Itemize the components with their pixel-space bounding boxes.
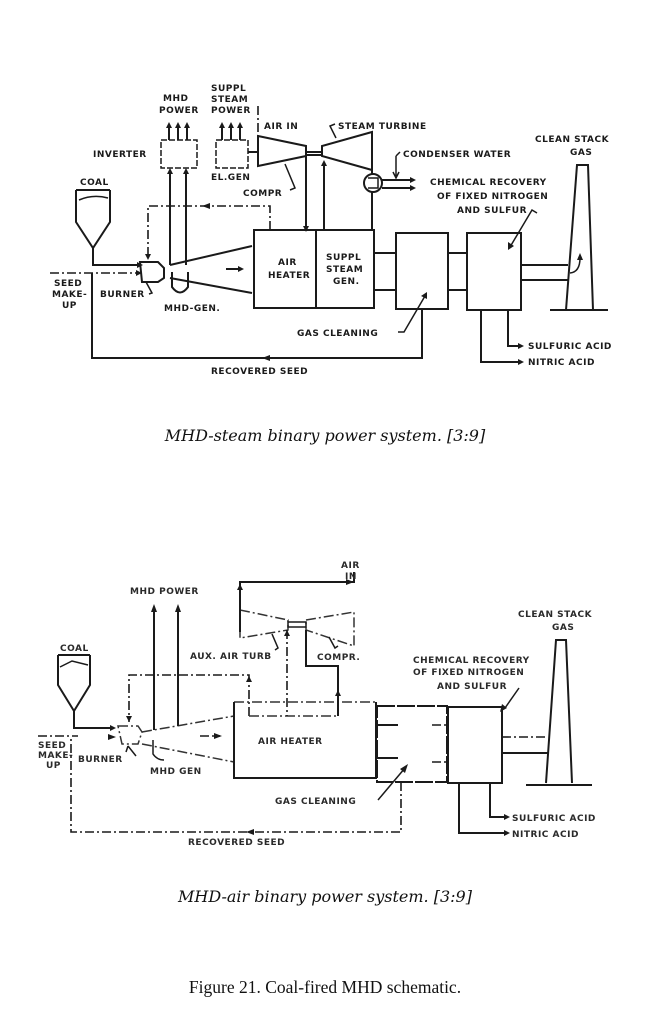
label-sulfuric-acid: SULFURIC ACID — [528, 342, 612, 352]
figure-caption: Figure 21. Coal-fired MHD schematic. — [188, 977, 462, 997]
mhd-power-arrows — [166, 122, 190, 140]
label-mhd-gen: MHD-GEN. — [164, 304, 220, 314]
label-mhd-power: MHD POWER — [130, 587, 199, 597]
label-nitric-acid: NITRIC ACID — [512, 830, 579, 840]
label-mhd-power-2: POWER — [159, 106, 199, 116]
label-recovered-seed: RECOVERED SEED — [188, 838, 285, 848]
aux-air-turbine — [239, 609, 289, 639]
label-compr: COMPR. — [317, 653, 360, 663]
label-chemical-recovery: CHEMICAL RECOVERY — [413, 656, 530, 666]
label-air-heater-2: HEATER — [268, 271, 310, 281]
label-burner: BURNER — [78, 755, 123, 765]
steam-turbine — [321, 130, 373, 172]
label-air-heater: AIR HEATER — [258, 737, 323, 747]
label-compr: COMPR — [243, 189, 282, 199]
label-seed-makeup: SEED — [54, 279, 82, 289]
label-gas-cleaning: GAS CLEANING — [297, 329, 378, 339]
label-sulfuric-acid: SULFURIC ACID — [512, 814, 596, 824]
label-gas-cleaning: GAS CLEANING — [275, 797, 356, 807]
label-condenser-water: CONDENSER WATER — [403, 150, 511, 160]
recovered-seed-line — [70, 736, 402, 833]
suppl-steam-power-arrows — [219, 122, 243, 140]
burner — [138, 261, 165, 283]
label-mhd-gen: MHD GEN — [150, 767, 202, 777]
recovered-seed-line — [91, 273, 423, 359]
label-mhd-power: MHD — [163, 94, 188, 104]
mhd-generator — [152, 740, 165, 761]
suppl-steam-gen-box — [315, 229, 375, 309]
label-seed-makeup-3: UP — [62, 301, 77, 311]
label-clean-stack-gas-2: GAS — [552, 623, 574, 633]
label-burner: BURNER — [100, 290, 145, 300]
compressor — [305, 611, 355, 648]
mhd-channel-bottom — [141, 743, 235, 763]
label-seed-makeup: SEED — [38, 741, 66, 751]
heater-air-return — [147, 205, 271, 258]
label-chemical-recovery-3: AND SULFUR — [457, 206, 527, 216]
label-air-in-2: IN — [345, 572, 357, 582]
label-suppl-steam-gen: SUPPL — [326, 253, 361, 263]
label-el-gen: EL.GEN — [211, 173, 250, 183]
label-suppl-steam-power-2: STEAM — [211, 95, 248, 105]
mhd-channel-bottom — [169, 277, 253, 294]
label-seed-makeup-2: MAKE- — [52, 290, 87, 300]
diagram2-caption: MHD-air binary power system. [3:9] — [178, 887, 472, 906]
label-clean-stack-gas: CLEAN STACK — [518, 610, 593, 620]
inverter-box — [160, 139, 198, 169]
coal-hopper — [57, 654, 116, 731]
burner — [117, 725, 143, 745]
smokestack — [545, 639, 573, 784]
label-chemical-recovery-3: AND SULFUR — [437, 682, 507, 692]
condenser — [363, 173, 383, 193]
label-air-heater: AIR — [278, 258, 297, 268]
air-heater-box — [253, 229, 317, 309]
label-clean-stack-gas-2: GAS — [570, 148, 592, 158]
mhd-air-schematic: AIR IN MHD POWER AUX. AIR TURB COMPR. CO… — [38, 561, 596, 848]
label-coal: COAL — [80, 178, 109, 188]
label-chemical-recovery-2: OF FIXED NITROGEN — [437, 192, 548, 202]
chemical-recovery-box — [466, 232, 522, 311]
mhd-channel-top — [169, 245, 253, 266]
gas-cleaning-box — [376, 705, 448, 783]
label-air-in: AIR — [341, 561, 360, 571]
label-suppl-steam-power-3: POWER — [211, 106, 251, 116]
diagram1-caption: MHD-steam binary power system. [3:9] — [164, 426, 486, 445]
label-chemical-recovery: CHEMICAL RECOVERY — [430, 178, 547, 188]
label-air-in: AIR IN — [264, 122, 298, 132]
gas-cleaning-box — [395, 232, 449, 310]
label-suppl-steam-gen-3: GEN. — [333, 277, 360, 287]
label-seed-makeup-2: MAKE- — [38, 751, 73, 761]
label-aux-air-turb: AUX. AIR TURB — [190, 652, 272, 662]
label-suppl-steam-power: SUPPL — [211, 84, 246, 94]
label-seed-makeup-3: UP — [46, 761, 61, 771]
mhd-steam-schematic: MHD POWER SUPPL STEAM POWER AIR IN STEAM… — [50, 84, 612, 377]
label-coal: COAL — [60, 644, 89, 654]
heater-air-return — [128, 674, 250, 722]
label-steam-turbine: STEAM TURBINE — [338, 122, 427, 132]
chemical-recovery-box — [447, 706, 503, 784]
label-clean-stack-gas: CLEAN STACK — [535, 135, 610, 145]
smokestack — [565, 164, 594, 311]
mhd-generator — [171, 272, 189, 294]
label-nitric-acid: NITRIC ACID — [528, 358, 595, 368]
label-inverter: INVERTER — [93, 150, 147, 160]
coal-hopper — [75, 189, 143, 268]
label-recovered-seed: RECOVERED SEED — [211, 367, 308, 377]
label-suppl-steam-gen-2: STEAM — [326, 265, 363, 275]
el-gen-box — [215, 139, 249, 169]
label-chemical-recovery-2: OF FIXED NITROGEN — [413, 668, 524, 678]
compressor — [257, 134, 307, 168]
mhd-channel-top — [141, 715, 235, 733]
